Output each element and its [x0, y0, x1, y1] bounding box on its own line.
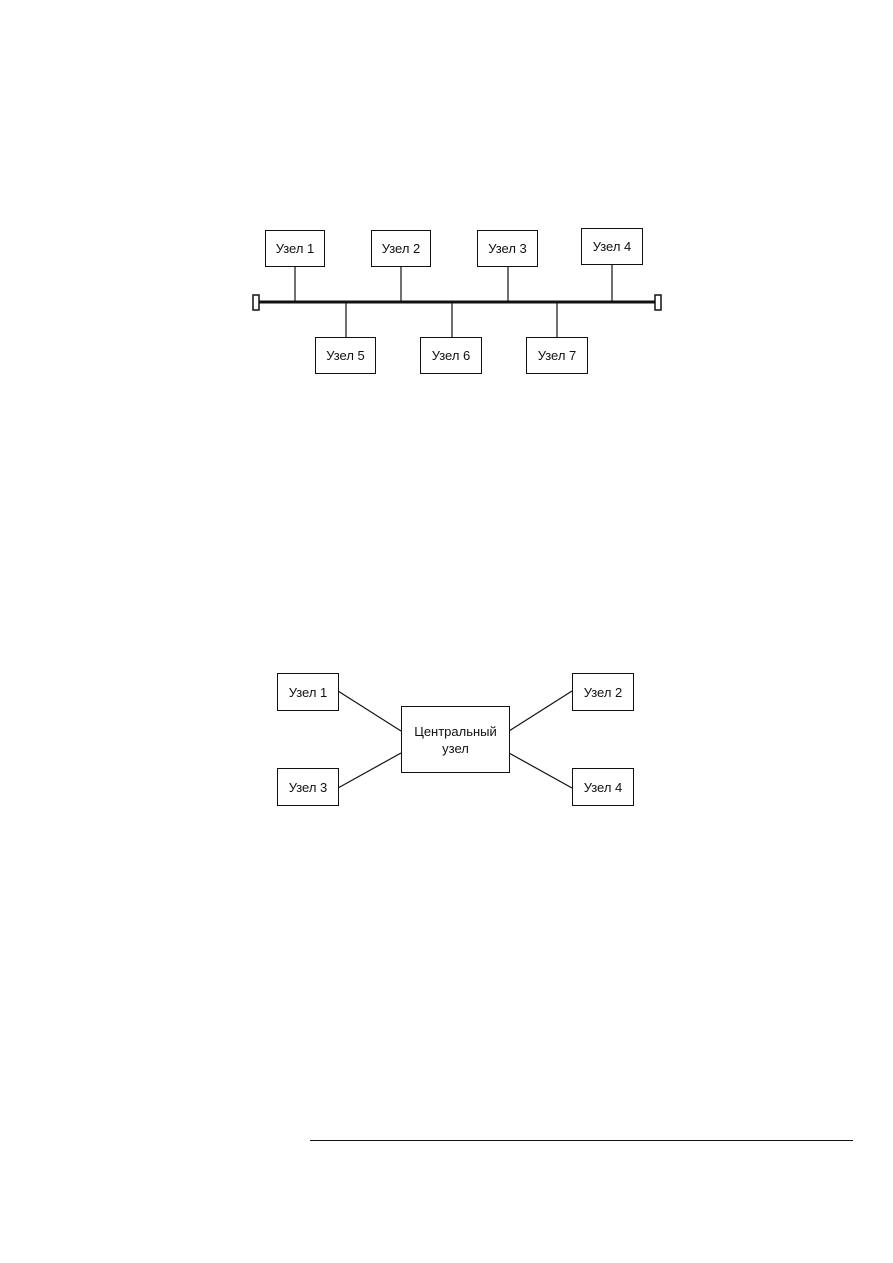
bus-node-2: Узел 2: [371, 230, 431, 267]
footnote-rule: [310, 1140, 853, 1141]
bus-node-1: Узел 1: [265, 230, 325, 267]
bus-terminator-right: [654, 294, 662, 311]
star-node-4: Узел 4: [572, 768, 634, 806]
star-link-3: [337, 752, 402, 789]
star-center-node: Центральный узел: [401, 706, 510, 773]
bus-node-5: Узел 5: [315, 337, 376, 374]
center-node-line-2: узел: [442, 740, 469, 756]
bus-node-6: Узел 6: [420, 337, 482, 374]
star-link-1: [337, 690, 402, 732]
star-node-2: Узел 2: [572, 673, 634, 711]
star-topology-connectors: [337, 690, 573, 789]
star-link-4: [508, 752, 573, 789]
bus-node-3: Узел 3: [477, 230, 538, 267]
bus-topology-connectors: [252, 264, 662, 338]
bus-terminator-left: [252, 294, 260, 311]
star-node-1: Узел 1: [277, 673, 339, 711]
center-node-line-1: Центральный: [414, 723, 497, 739]
star-node-3: Узел 3: [277, 768, 339, 806]
bus-node-7: Узел 7: [526, 337, 588, 374]
bus-node-4: Узел 4: [581, 228, 643, 265]
star-link-2: [508, 690, 573, 732]
